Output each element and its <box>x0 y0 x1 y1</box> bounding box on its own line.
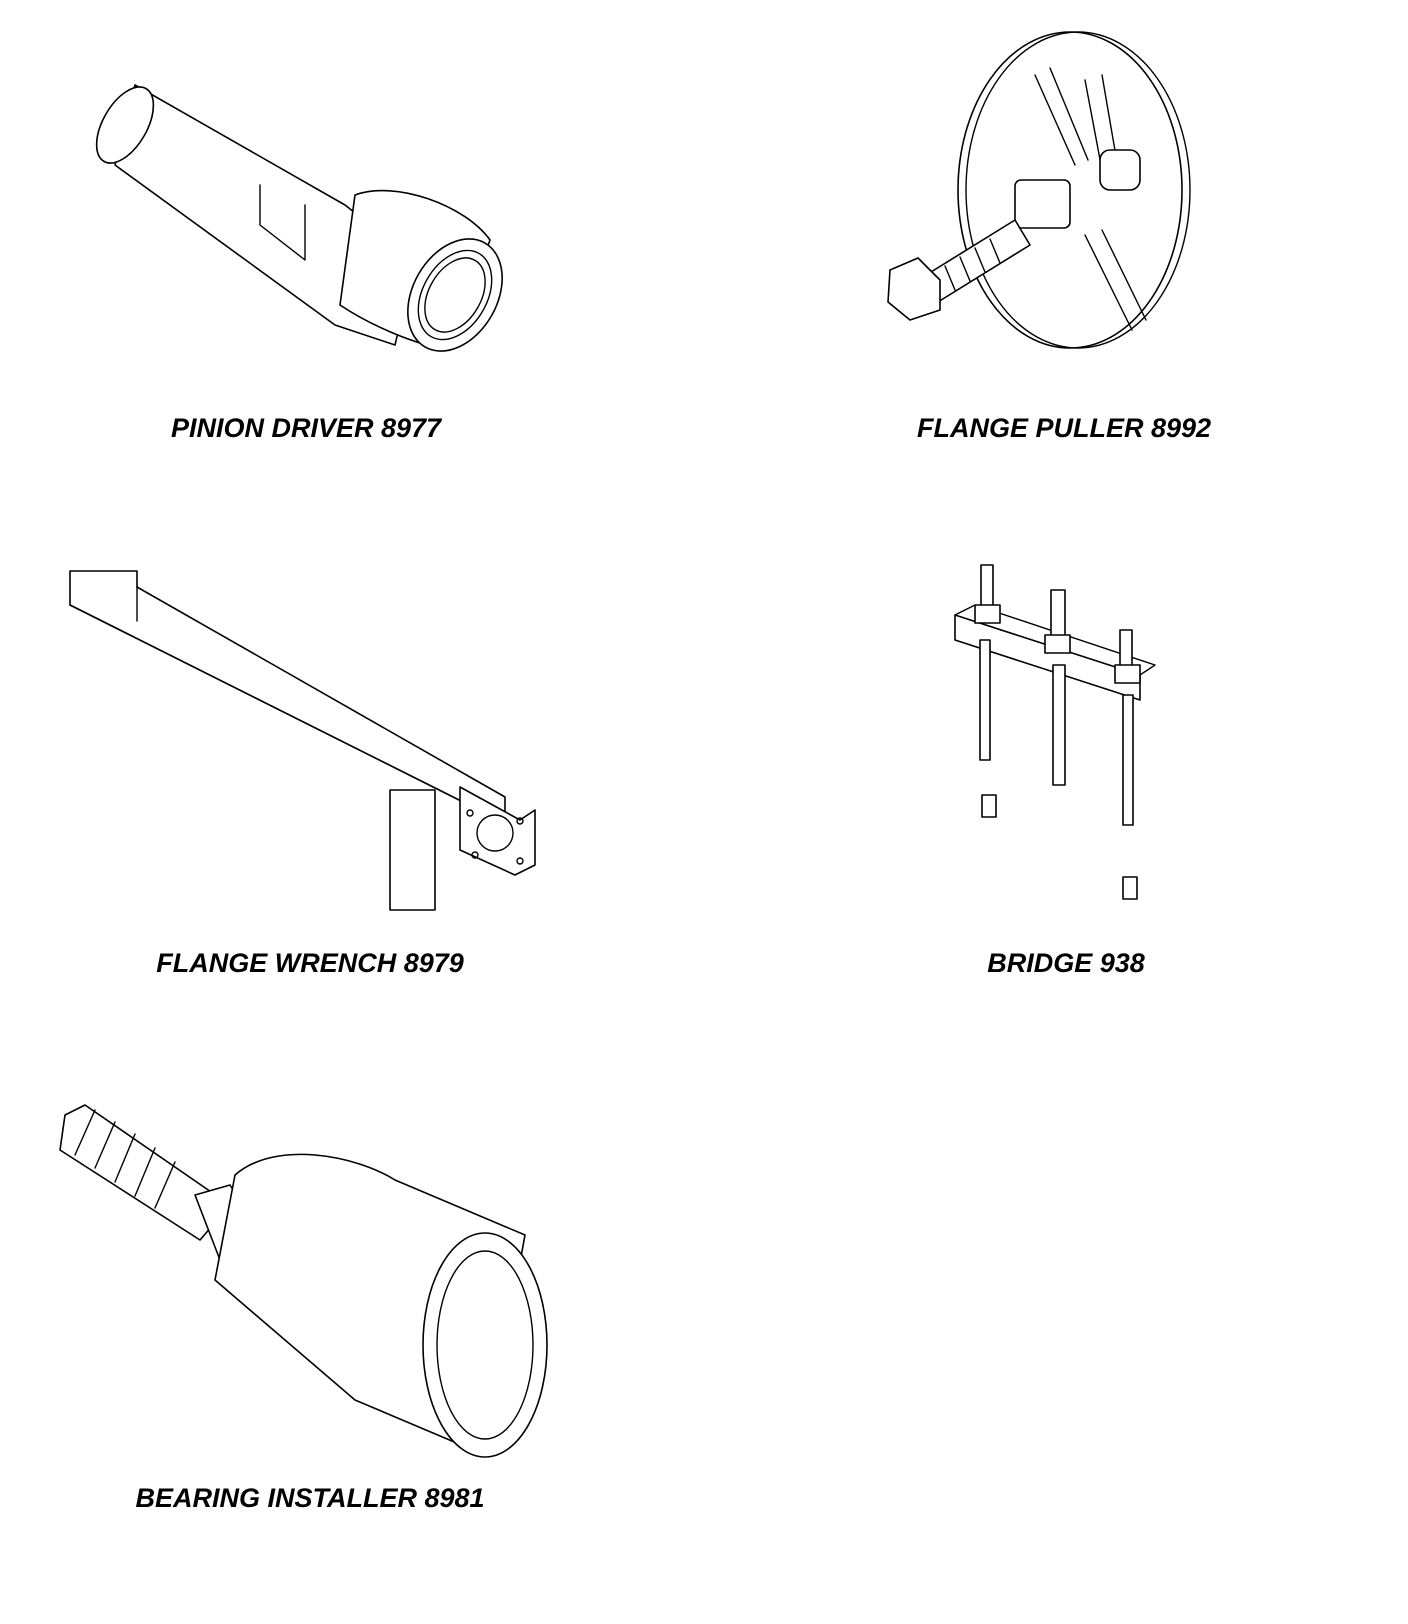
tool-caption: PINION DRIVER 8977 <box>170 413 442 443</box>
bridge-illustration <box>945 565 1175 905</box>
tool-caption: BEARING INSTALLER 8981 <box>135 1483 485 1513</box>
flange-puller-illustration <box>870 20 1210 360</box>
tool-caption: FLANGE PULLER 8992 <box>916 413 1212 443</box>
bearing-installer-illustration <box>55 1100 555 1460</box>
tool-caption: FLANGE WRENCH 8979 <box>156 948 464 978</box>
flange-wrench-illustration <box>65 565 545 915</box>
tool-caption: BRIDGE 938 <box>987 948 1145 978</box>
pinion-driver-illustration <box>95 55 515 355</box>
